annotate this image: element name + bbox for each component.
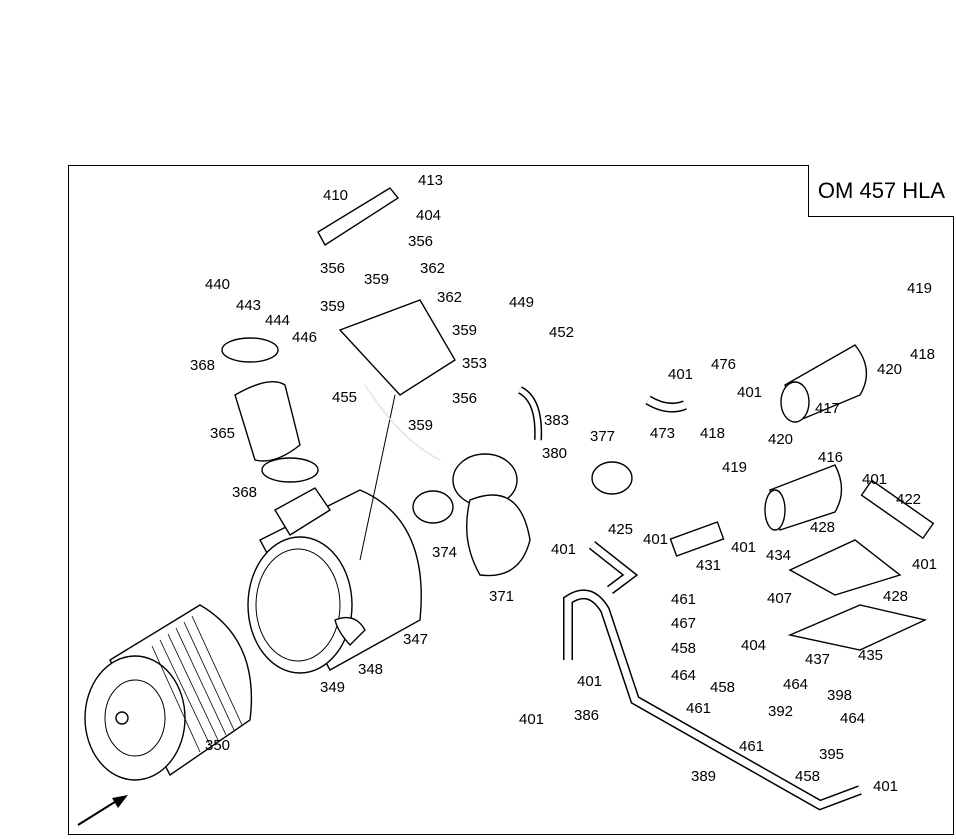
part-label-425: 425 — [608, 521, 633, 538]
part-label-371: 371 — [489, 588, 514, 605]
mounting-bracket — [317, 187, 456, 561]
part-label-458: 458 — [671, 640, 696, 657]
part-label-418: 418 — [700, 425, 725, 442]
part-label-401: 401 — [577, 673, 602, 690]
silencer — [764, 344, 868, 531]
air-filter-cartridge — [84, 604, 253, 781]
part-label-365: 365 — [210, 425, 235, 442]
part-label-476: 476 — [711, 356, 736, 373]
air-filter-housing — [247, 487, 422, 674]
part-label-473: 473 — [650, 425, 675, 442]
part-label-404: 404 — [416, 207, 441, 224]
part-label-435: 435 — [858, 647, 883, 664]
part-label-401: 401 — [643, 531, 668, 548]
part-label-407: 407 — [767, 590, 792, 607]
part-label-467: 467 — [671, 615, 696, 632]
part-label-401: 401 — [862, 471, 887, 488]
part-label-404: 404 — [741, 637, 766, 654]
part-label-392: 392 — [768, 703, 793, 720]
part-label-368: 368 — [232, 484, 257, 501]
diagram-frame — [68, 165, 954, 835]
part-label-428: 428 — [883, 588, 908, 605]
heat-shield — [787, 539, 928, 651]
part-label-458: 458 — [795, 768, 820, 785]
part-label-428: 428 — [810, 519, 835, 536]
part-label-347: 347 — [403, 631, 428, 648]
part-label-413: 413 — [418, 172, 443, 189]
part-label-395: 395 — [819, 746, 844, 763]
part-label-417: 417 — [815, 400, 840, 417]
part-label-419: 419 — [907, 280, 932, 297]
part-label-401: 401 — [731, 539, 756, 556]
part-label-401: 401 — [668, 366, 693, 383]
part-label-401: 401 — [737, 384, 762, 401]
part-label-380: 380 — [542, 445, 567, 462]
part-label-418: 418 — [910, 346, 935, 363]
part-label-444: 444 — [265, 312, 290, 329]
part-label-458: 458 — [710, 679, 735, 696]
corrugated-hose — [412, 453, 633, 577]
model-label: OM 457 HLA — [808, 165, 954, 217]
part-label-443: 443 — [236, 297, 261, 314]
part-label-449: 449 — [509, 294, 534, 311]
part-label-461: 461 — [671, 591, 696, 608]
part-label-368: 368 — [190, 357, 215, 374]
part-label-353: 353 — [462, 355, 487, 372]
part-label-461: 461 — [686, 700, 711, 717]
part-label-389: 389 — [691, 768, 716, 785]
part-label-362: 362 — [437, 289, 462, 306]
intake-hose — [221, 337, 319, 483]
pipes — [364, 384, 935, 811]
part-label-362: 362 — [420, 260, 445, 277]
part-label-349: 349 — [320, 679, 345, 696]
part-label-383: 383 — [544, 412, 569, 429]
part-label-464: 464 — [783, 676, 808, 693]
part-label-437: 437 — [805, 651, 830, 668]
part-label-440: 440 — [205, 276, 230, 293]
part-label-386: 386 — [574, 707, 599, 724]
part-label-410: 410 — [323, 187, 348, 204]
part-label-434: 434 — [766, 547, 791, 564]
part-label-356: 356 — [408, 233, 433, 250]
part-label-359: 359 — [364, 271, 389, 288]
direction-arrow-icon — [77, 795, 128, 826]
part-label-422: 422 — [896, 491, 921, 508]
part-label-464: 464 — [671, 667, 696, 684]
part-label-452: 452 — [549, 324, 574, 341]
part-label-401: 401 — [551, 541, 576, 558]
part-label-350: 350 — [205, 737, 230, 754]
part-label-401: 401 — [912, 556, 937, 573]
part-label-464: 464 — [840, 710, 865, 727]
part-label-348: 348 — [358, 661, 383, 678]
part-label-374: 374 — [432, 544, 457, 561]
part-label-419: 419 — [722, 459, 747, 476]
part-label-356: 356 — [452, 390, 477, 407]
part-label-461: 461 — [739, 738, 764, 755]
part-label-359: 359 — [408, 417, 433, 434]
part-label-359: 359 — [452, 322, 477, 339]
part-label-455: 455 — [332, 389, 357, 406]
part-label-401: 401 — [873, 778, 898, 795]
part-label-420: 420 — [877, 361, 902, 378]
part-label-401: 401 — [519, 711, 544, 728]
part-label-420: 420 — [768, 431, 793, 448]
part-label-416: 416 — [818, 449, 843, 466]
part-label-356: 356 — [320, 260, 345, 277]
part-label-398: 398 — [827, 687, 852, 704]
part-label-377: 377 — [590, 428, 615, 445]
part-label-431: 431 — [696, 557, 721, 574]
part-label-359: 359 — [320, 298, 345, 315]
part-label-446: 446 — [292, 329, 317, 346]
